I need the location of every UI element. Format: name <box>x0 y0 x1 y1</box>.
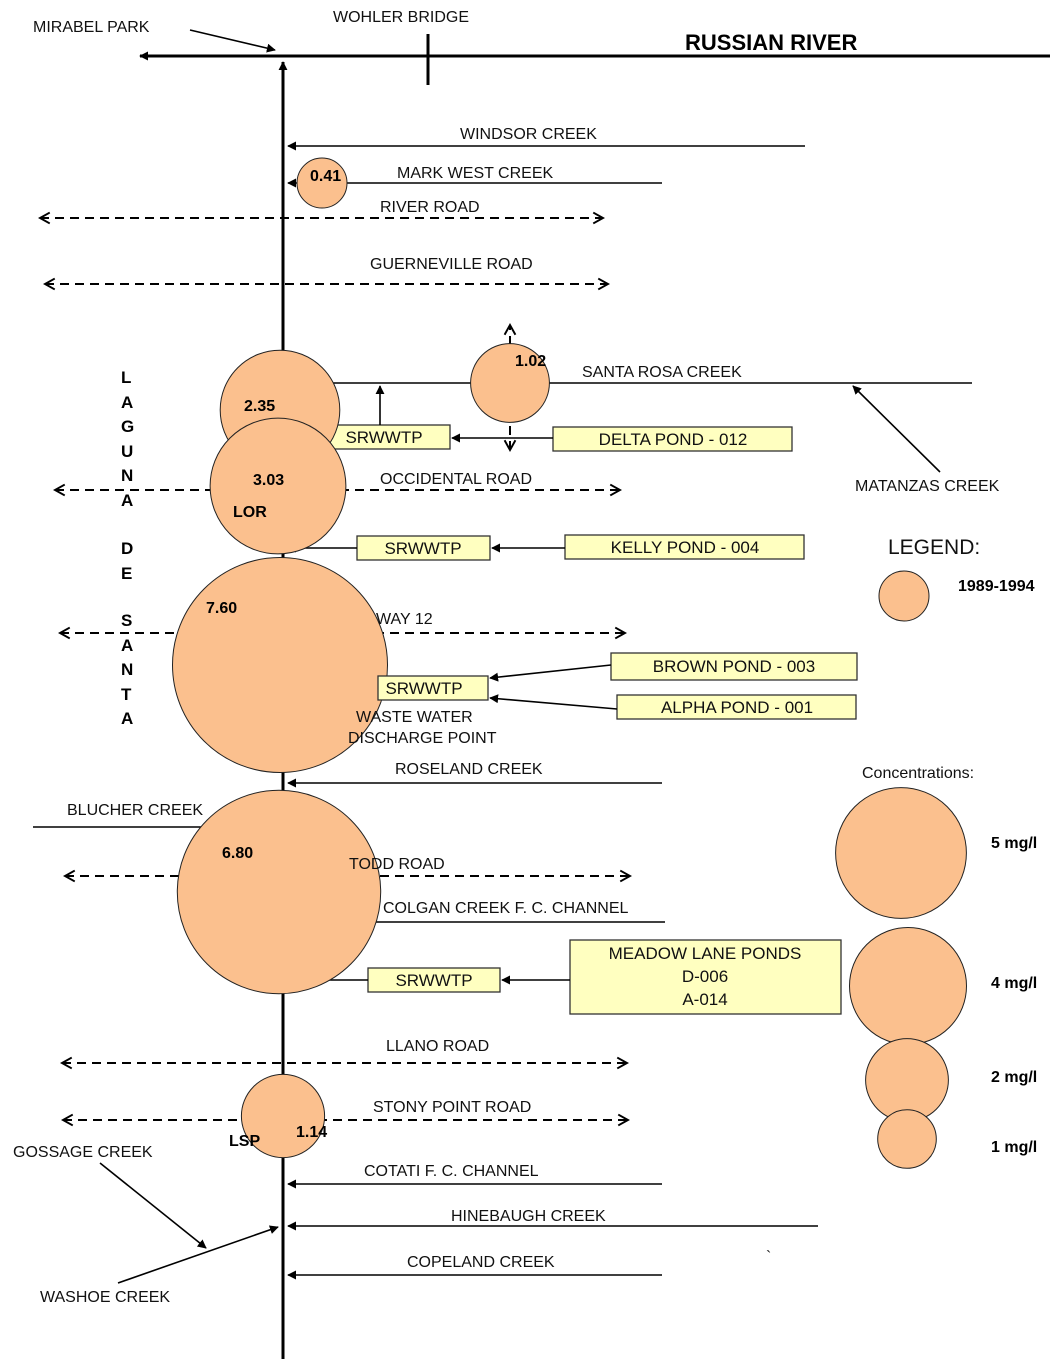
value-todd-road: 6.80 <box>222 845 253 862</box>
laguna-letter: U <box>121 442 133 461</box>
todd-road-label: TODD ROAD <box>349 856 445 873</box>
laguna-letter: S <box>121 611 132 630</box>
laguna-letter: L <box>121 368 131 387</box>
brown-pond-label: BROWN POND - 003 <box>653 657 815 676</box>
roseland-creek-label: ROSELAND CREEK <box>395 761 543 778</box>
legend-circle-2 <box>865 1038 949 1122</box>
meadow-lane-line-1: MEADOW LANE PONDS <box>609 944 802 963</box>
srwwtp-label-1: SRWWTP <box>345 428 422 447</box>
srwwtp-label-4: SRWWTP <box>395 971 472 990</box>
meadow-lane-box <box>569 939 842 1015</box>
occidental-road-label: OCCIDENTAL ROAD <box>380 471 532 488</box>
meadow-lane-line-3: A-014 <box>682 990 727 1009</box>
llano-road-label: LLANO ROAD <box>386 1038 489 1055</box>
kelly-pond-label: KELLY POND - 004 <box>611 538 760 557</box>
legend: LEGEND: 1989-1994 Concentrations: 5 mg/l… <box>835 536 1037 1169</box>
value-santa-rosa: 1.02 <box>515 353 546 370</box>
laguna-letter: G <box>121 417 134 436</box>
stray-mark: ` <box>766 1249 771 1266</box>
value-lor: 3.03 <box>253 472 284 489</box>
river-road-label: RIVER ROAD <box>380 199 480 216</box>
laguna-letter: D <box>121 539 133 558</box>
matanzas-creek-label: MATANZAS CREEK <box>855 478 1000 495</box>
value-highway-12: 7.60 <box>206 600 237 617</box>
mark-west-creek-label: MARK WEST CREEK <box>397 165 554 182</box>
gossage-creek-label: GOSSAGE CREEK <box>13 1144 153 1161</box>
laguna-de-santa-label: L A G U N A D E S A N T A <box>121 368 134 728</box>
legend-circle-4 <box>849 927 967 1045</box>
windsor-creek-label: WINDSOR CREEK <box>460 126 597 143</box>
russian-river-title: RUSSIAN RIVER <box>685 30 857 55</box>
srwwtp-label-3: SRWWTP <box>385 679 462 698</box>
srwwtp-label-2: SRWWTP <box>384 539 461 558</box>
kelly-pond-box <box>564 534 805 560</box>
stony-point-road-label: STONY POINT ROAD <box>373 1099 531 1116</box>
mirabel-park-pointer <box>189 29 276 53</box>
alpha-to-srwwtp <box>489 694 618 710</box>
highway-12-label: WAY 12 <box>376 611 433 628</box>
laguna-letter: A <box>121 636 133 655</box>
washoe-creek-label: WASHOE CREEK <box>40 1289 170 1306</box>
brown-pond-box <box>610 652 858 681</box>
site-lor-label: LOR <box>233 504 267 521</box>
circle-santa-rosa <box>470 343 550 423</box>
laguna-letter: A <box>121 491 133 510</box>
concentration-circles <box>172 157 550 1159</box>
value-mark-west: 0.41 <box>310 168 341 185</box>
laguna-letter: A <box>121 393 133 412</box>
srwwtp-box-2 <box>356 535 491 561</box>
value-lsp: 1.14 <box>296 1124 327 1141</box>
srwwtp-box-3 <box>377 675 489 701</box>
alpha-pond-box <box>616 694 857 720</box>
copeland-creek-label: COPELAND CREEK <box>407 1254 555 1271</box>
cotati-channel-label: COTATI F. C. CHANNEL <box>364 1163 539 1180</box>
gossage-creek-pointer <box>99 1162 207 1249</box>
value-upper-laguna: 2.35 <box>244 398 275 415</box>
laguna-letter: E <box>121 564 132 583</box>
srwwtp-box-4 <box>367 967 501 993</box>
washoe-creek-pointer <box>117 1225 279 1284</box>
circle-highway-12 <box>172 557 388 773</box>
mirabel-park-label: MIRABEL PARK <box>33 19 150 36</box>
laguna-letter: N <box>121 660 133 679</box>
discharge-line-1: WASTE WATER <box>356 709 473 726</box>
brown-to-srwwtp <box>489 664 612 682</box>
wohler-bridge-label: WOHLER BRIDGE <box>333 9 469 26</box>
legend-period-label: 1989-1994 <box>958 578 1035 595</box>
hinebaugh-creek-label: HINEBAUGH CREEK <box>451 1208 606 1225</box>
laguna-letter: T <box>121 685 132 704</box>
circle-lor <box>209 417 347 555</box>
blucher-creek-label: BLUCHER CREEK <box>67 802 203 819</box>
legend-period-swatch <box>878 570 930 622</box>
meadow-lane-line-2: D-006 <box>682 967 728 986</box>
circle-todd-road <box>176 789 382 995</box>
legend-circle-5 <box>835 787 967 919</box>
legend-circle-1 <box>877 1109 937 1169</box>
matanzas-creek-pointer <box>852 385 941 473</box>
legend-label-2: 2 mg/l <box>991 1069 1037 1086</box>
legend-concentrations-label: Concentrations: <box>862 765 974 782</box>
delta-pond-box <box>552 426 793 452</box>
legend-label-1: 1 mg/l <box>991 1139 1037 1156</box>
legend-label-5: 5 mg/l <box>991 835 1037 852</box>
santa-rosa-creek-label: SANTA ROSA CREEK <box>582 364 742 381</box>
circle-lsp <box>240 1073 326 1159</box>
laguna-letter: N <box>121 466 133 485</box>
laguna-letter: A <box>121 709 133 728</box>
legend-label-4: 4 mg/l <box>991 975 1037 992</box>
alpha-pond-label: ALPHA POND - 001 <box>661 698 813 717</box>
discharge-line-2: DISCHARGE POINT <box>348 730 497 747</box>
site-lsp-label: LSP <box>229 1133 260 1150</box>
colgan-creek-label: COLGAN CREEK F. C. CHANNEL <box>383 900 628 917</box>
delta-pond-label: DELTA POND - 012 <box>599 430 748 449</box>
circle-mark-west <box>296 157 348 209</box>
legend-title: LEGEND: <box>888 536 980 559</box>
guerneville-road-label: GUERNEVILLE ROAD <box>370 256 533 273</box>
